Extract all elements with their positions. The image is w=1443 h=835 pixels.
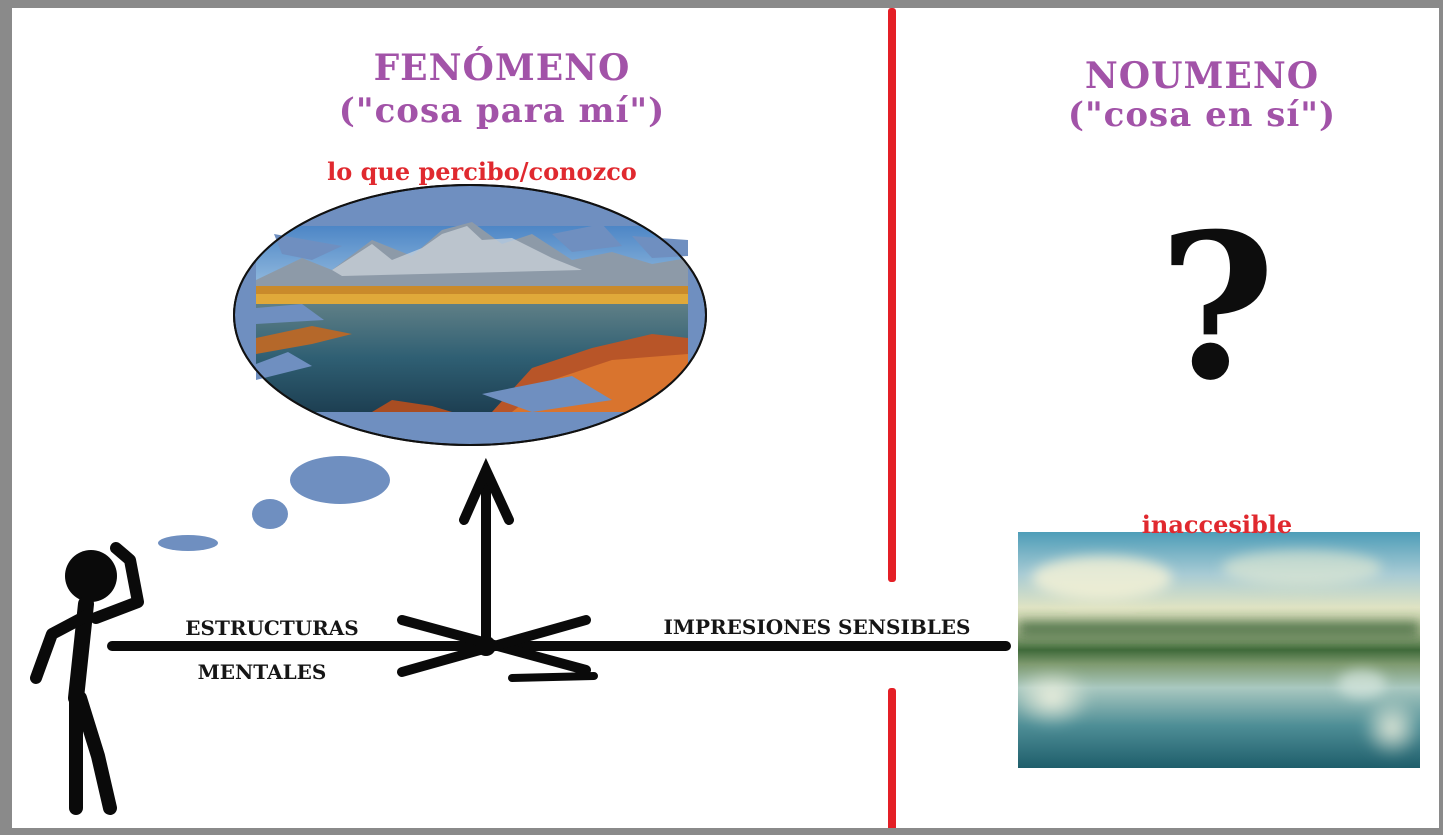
noumenon-title: NOUMENO	[1084, 55, 1320, 97]
noumenon-subtitle: ("cosa en sí")	[1067, 95, 1337, 135]
question-mark-icon: ?	[1158, 190, 1276, 425]
diagram-art	[30, 8, 1420, 828]
noumenon-caption: inaccesible	[1141, 510, 1293, 539]
stick-figure-icon	[30, 542, 144, 815]
mental-label: MENTALES	[197, 660, 327, 684]
thought-bubble-icon	[158, 184, 707, 551]
impressions-label: IMPRESIONES SENSIBLES	[663, 615, 971, 639]
perception-arrows	[107, 457, 1011, 682]
phenomenon-subtitle: ("cosa para mí")	[338, 91, 666, 131]
structures-label: ESTRUCTURAS	[185, 616, 359, 640]
blurred-landscape-image	[1018, 532, 1420, 768]
phenomenon-title: FENÓMENO	[373, 47, 631, 89]
phenomenon-caption: lo que percibo/conozco	[327, 157, 637, 186]
landscape-image	[256, 222, 688, 412]
divider-line	[888, 8, 896, 828]
